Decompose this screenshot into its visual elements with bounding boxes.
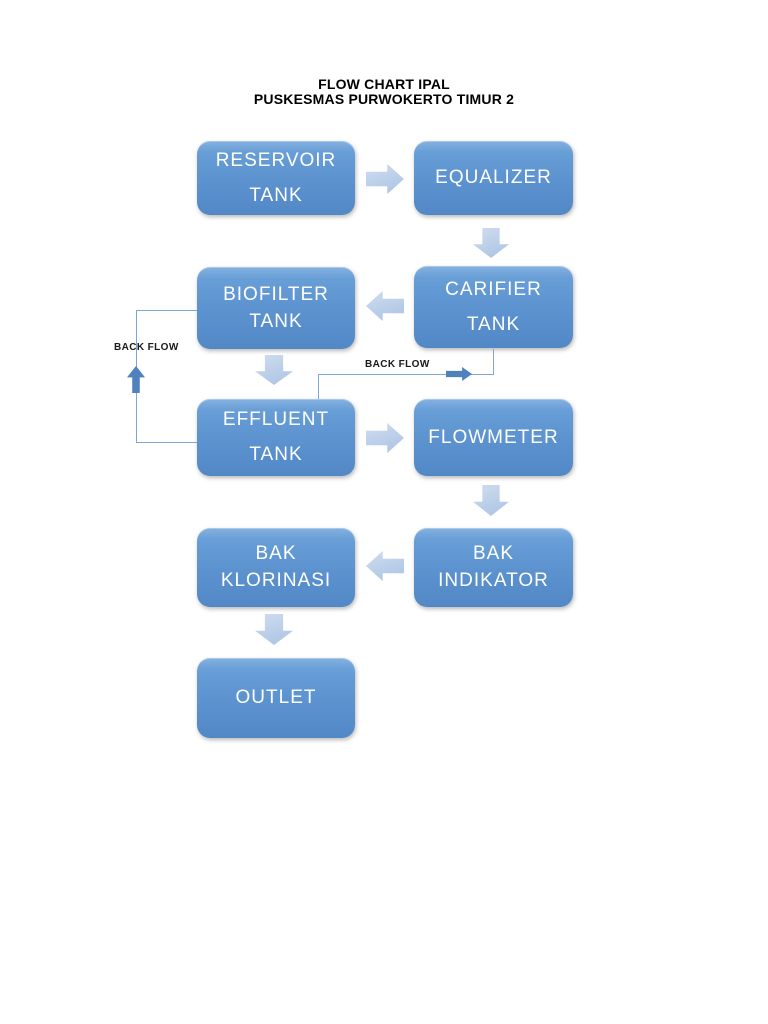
node-outlet-line1: OUTLET [235, 687, 317, 708]
flow-arrow-down-icon [473, 228, 509, 258]
node-bak-indikator-line1: BAK [472, 543, 515, 564]
node-reservoir-tank-line2: TANK [249, 184, 303, 206]
backflow-label-right: BACK FLOW [365, 359, 430, 370]
node-effluent-tank-line1: EFFLUENT [222, 409, 330, 430]
backflow-line-segment [493, 349, 494, 375]
node-carifier-tank: CARIFIER TANK [414, 266, 573, 348]
node-equalizer-line1: EQUALIZER [435, 167, 552, 188]
node-carifier-tank-line1: CARIFIER [445, 278, 542, 300]
node-carifier-tank-line2: TANK [466, 313, 521, 335]
backflow-line-segment [318, 374, 319, 400]
node-bak-klorinasi-line2: KLORINASI [220, 570, 332, 591]
node-equalizer: EQUALIZER [414, 141, 573, 215]
flow-arrow-left-icon [366, 551, 404, 581]
backflow-line-segment [136, 310, 197, 311]
node-biofilter-tank-line2: TANK [249, 310, 303, 332]
backflow-label-left: BACK FLOW [114, 342, 179, 353]
node-bak-indikator: BAK INDIKATOR [414, 528, 573, 607]
backflow-up-arrow-icon [127, 366, 145, 393]
backflow-right-arrow-icon [446, 367, 472, 381]
flow-arrow-down-icon [255, 614, 293, 645]
flow-arrow-down-icon [255, 355, 293, 385]
node-biofilter-tank: BIOFILTER TANK [197, 267, 355, 349]
node-bak-klorinasi-line1: BAK [255, 543, 297, 564]
node-reservoir-tank-line1: RESERVOIR [215, 149, 337, 171]
node-effluent-tank-line2: TANK [249, 444, 303, 465]
node-flowmeter-line1: FLOWMETER [428, 426, 559, 448]
node-reservoir-tank: RESERVOIR TANK [197, 141, 355, 215]
flow-arrow-left-icon [366, 291, 404, 321]
node-bak-klorinasi: BAK KLORINASI [197, 528, 355, 607]
node-biofilter-tank-line1: BIOFILTER [223, 283, 329, 305]
flow-arrow-down-icon [473, 485, 509, 516]
node-effluent-tank: EFFLUENT TANK [197, 399, 355, 476]
page-title-line1: FLOW CHART IPAL [318, 76, 450, 92]
node-bak-indikator-line2: INDIKATOR [438, 570, 549, 591]
page-title: FLOW CHART IPAL PUSKESMAS PURWOKERTO TIM… [0, 77, 768, 106]
flow-arrow-right-icon [366, 423, 404, 453]
node-flowmeter: FLOWMETER [414, 399, 573, 476]
backflow-line-segment [136, 442, 197, 443]
flow-arrow-right-icon [366, 164, 404, 194]
node-outlet: OUTLET [197, 658, 355, 738]
page-title-line2: PUSKESMAS PURWOKERTO TIMUR 2 [253, 90, 515, 107]
backflow-line-segment [318, 374, 494, 375]
